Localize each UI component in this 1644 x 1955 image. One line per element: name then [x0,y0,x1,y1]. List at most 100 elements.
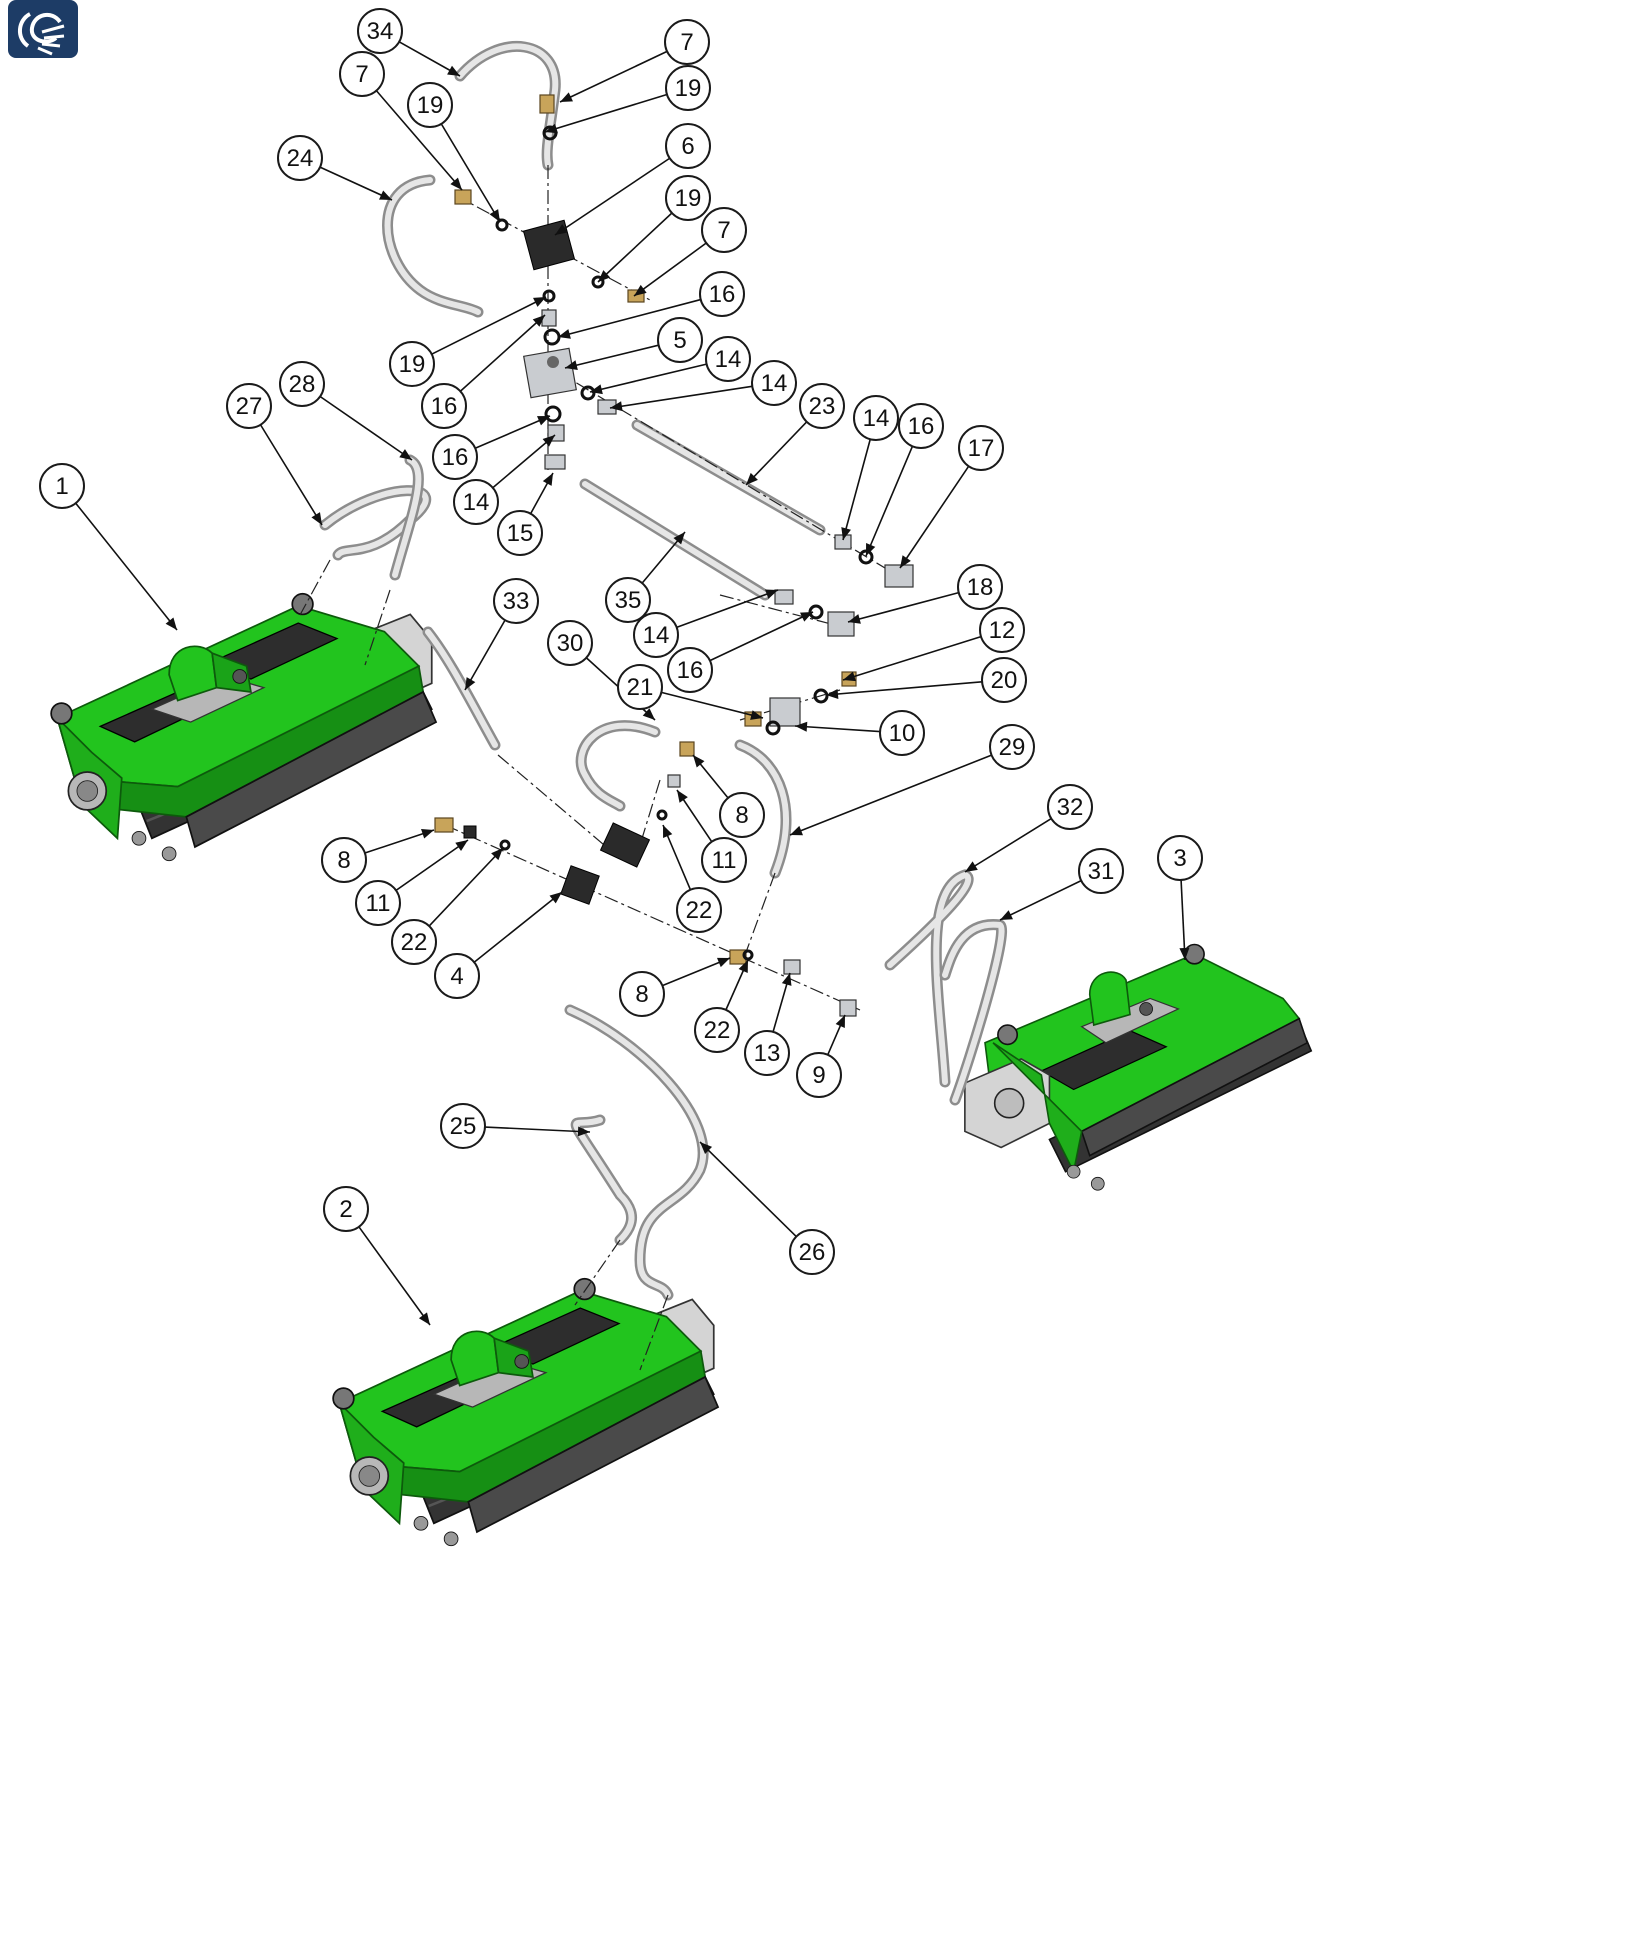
leader-arrowhead [532,315,545,327]
part-callout-26: 26 [789,1229,835,1275]
leader-arrowhead [598,270,611,282]
leader-lines [75,41,1190,1326]
callout-circle [665,123,711,169]
leader-line [559,50,668,103]
part-callout-16: 16 [421,383,467,429]
leader-arrowhead [677,790,688,803]
leader-arrowhead [795,721,808,732]
company-swirl-logo-icon [8,0,78,58]
leader-arrowhead [746,472,758,485]
callout-number: 28 [289,371,316,398]
callout-number: 29 [999,734,1026,761]
leader-arrowhead [700,1142,713,1154]
callout-circle [619,971,665,1017]
callout-number: 8 [337,847,350,874]
callout-circle [432,434,478,480]
callout-number: 16 [908,413,935,440]
part-callout-14: 14 [853,395,899,441]
leader-line [794,725,881,733]
leader-line [259,424,323,526]
leader-line [358,1226,431,1326]
leader-line [473,891,563,963]
part-callout-31: 31 [1078,848,1124,894]
part-callout-16: 16 [432,434,478,480]
callout-circle [667,647,713,693]
part-callout-14: 14 [453,479,499,525]
part-callout-21: 21 [617,664,663,710]
leader-line [964,817,1052,873]
part-callout-7: 7 [701,207,747,253]
leader-arrowhead [826,689,839,699]
callout-circle [389,341,435,387]
callout-number: 11 [712,847,737,874]
leader-arrowhead [900,555,911,568]
leader-arrowhead [634,284,647,296]
leader-arrowhead [533,297,546,307]
leader-arrowhead [1000,910,1013,920]
callout-number: 8 [735,802,748,829]
part-callout-8: 8 [321,837,367,883]
leader-arrowhead [558,329,571,339]
leader-line [676,589,779,629]
callout-circle [958,425,1004,471]
leader-arrowhead [542,435,555,447]
callout-number: 4 [450,963,463,990]
callout-circle [701,207,747,253]
leader-line [745,421,808,486]
leader-arrowhead [165,617,177,630]
callout-number: 14 [463,489,490,516]
leader-arrowhead [590,384,603,395]
callout-number: 19 [675,185,702,212]
part-callout-19: 19 [665,175,711,221]
callout-circle [796,1052,842,1098]
leader-arrowhead [379,190,392,200]
callout-circle [1157,835,1203,881]
leader-line [999,879,1082,921]
leader-line [557,298,701,338]
leader-line [319,395,413,461]
callout-circle [665,175,711,221]
callout-circle [789,1229,835,1275]
callout-number: 13 [754,1040,781,1067]
callout-circle [676,887,722,933]
leader-arrowhead [565,360,578,371]
part-callout-15: 15 [497,510,543,556]
leader-line [589,363,707,393]
leader-arrowhead [418,1312,430,1325]
callout-circle [664,19,710,65]
callout-circle [1047,784,1093,830]
leader-line [319,166,393,201]
leader-arrowhead [765,589,778,599]
part-callout-16: 16 [667,647,713,693]
callout-number: 10 [889,720,916,747]
leader-line [825,681,983,696]
part-callout-34: 34 [357,8,403,54]
leader-arrowhead [673,532,685,545]
leader-line [464,619,506,691]
leader-arrowhead [555,224,568,235]
callout-circle [453,479,499,525]
callout-circle [39,463,85,509]
leader-arrowhead [800,612,813,622]
callout-circle [699,271,745,317]
leader-line [364,829,435,854]
leader-arrowhead [399,449,412,460]
callout-circle [705,336,751,382]
part-callout-9: 9 [796,1052,842,1098]
part-callout-8: 8 [619,971,665,1017]
leader-line [484,1126,591,1133]
leader-arrowhead [717,957,730,968]
callout-number: 32 [1057,794,1084,821]
leader-line [699,1141,797,1238]
callout-number: 21 [627,674,654,701]
part-callout-7: 7 [664,19,710,65]
callout-number: 27 [236,393,263,420]
part-callout-27: 27 [226,383,272,429]
callout-circle [957,564,1003,610]
callout-circle [226,383,272,429]
leader-arrowhead [750,710,763,720]
callout-circle [665,65,711,111]
part-callout-23: 23 [799,383,845,429]
leader-arrowhead [489,209,500,222]
callout-number: 30 [557,630,584,657]
